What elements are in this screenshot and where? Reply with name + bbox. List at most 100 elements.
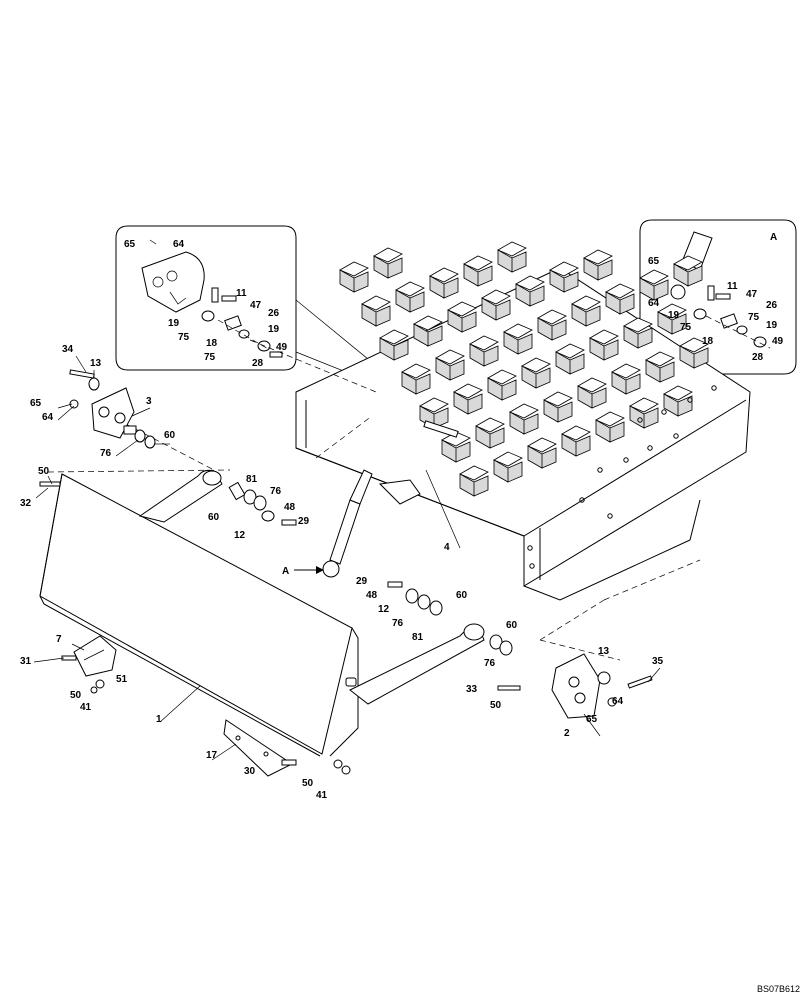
callout-leader [647, 667, 661, 683]
callout-75: 75 [204, 352, 216, 363]
drum-pad [549, 261, 579, 277]
drum-pad-side [561, 433, 591, 457]
drum-pad-side [639, 277, 669, 301]
drum-pad [571, 295, 601, 311]
drum-pad [395, 281, 425, 297]
drum-pad [373, 247, 403, 263]
callout-26: 26 [766, 300, 778, 311]
drum-pad-side [527, 445, 557, 469]
drum-pad-side [611, 371, 641, 395]
drum-pad [595, 411, 625, 427]
callout-leader [57, 405, 75, 421]
drum-pad [453, 383, 483, 399]
drum-pad-side [463, 263, 493, 287]
callout-81: 81 [412, 632, 424, 643]
drum-pad-side [469, 343, 499, 367]
drum-pad-side [379, 337, 409, 361]
callout-28: 28 [752, 352, 764, 363]
drum-pad-side [657, 311, 687, 335]
callout-75: 75 [680, 322, 692, 333]
drum-pad [475, 417, 505, 433]
callout-leader [75, 355, 87, 373]
drum-pad-side [361, 303, 391, 327]
drum-pad-side [453, 391, 483, 415]
drum-pad [497, 241, 527, 257]
drum-pad [361, 295, 391, 311]
drum-pad-side [521, 365, 551, 389]
drum-pad-side [595, 419, 625, 443]
callout-50: 50 [38, 466, 50, 477]
callout-50: 50 [302, 778, 314, 789]
callout-51: 51 [116, 674, 128, 685]
callout-60: 60 [456, 590, 468, 601]
drum-pad-side [555, 351, 585, 375]
frame-hole [687, 397, 693, 403]
callout-19: 19 [668, 310, 680, 321]
drum-pad-side [605, 291, 635, 315]
drum-pad-side [373, 255, 403, 279]
drum-pad-side [571, 303, 601, 327]
drum-pad-side [577, 385, 607, 409]
callout-leader [149, 239, 157, 245]
drum-pad [487, 369, 517, 385]
frame-hole [637, 417, 643, 423]
drum-pad-side [493, 459, 523, 483]
drum-pad-side [441, 439, 471, 463]
section-label: A [282, 566, 289, 577]
drum-pad [429, 267, 459, 283]
callout-50: 50 [490, 700, 502, 711]
callout-29: 29 [356, 576, 368, 587]
drum-pad [555, 343, 585, 359]
drum-pad-side [679, 345, 709, 369]
callout-leader [583, 713, 601, 737]
drum-pad [503, 323, 533, 339]
callout-64: 64 [612, 696, 624, 707]
dozer-blade [39, 473, 359, 757]
callout-47: 47 [250, 300, 262, 311]
callout-28: 28 [252, 358, 264, 369]
callout-19: 19 [766, 320, 778, 331]
callout-49: 49 [276, 342, 288, 353]
frame-hole [597, 467, 603, 473]
drum-pad-side [673, 263, 703, 287]
drum-pad-side [487, 377, 517, 401]
callout-leader [425, 469, 461, 549]
callout-81: 81 [246, 474, 258, 485]
mount-plate-right [551, 653, 611, 719]
callout-leader [211, 743, 237, 761]
callout-48: 48 [284, 502, 296, 513]
callout-leader [57, 403, 73, 409]
drum-pad [645, 351, 675, 367]
callout-60: 60 [208, 512, 220, 523]
callout-29: 29 [298, 516, 310, 527]
frame-hole [711, 385, 717, 391]
callout-19: 19 [268, 324, 280, 335]
drum-pad-side [413, 323, 443, 347]
drum-pad [509, 403, 539, 419]
drum-pad [481, 289, 511, 305]
drum-pad-side [339, 269, 369, 293]
drum-pad [605, 283, 635, 299]
drum-pad-side [549, 269, 579, 293]
callout-leader [35, 487, 49, 499]
callout-4: 4 [444, 542, 450, 553]
drum-pad-side [447, 309, 477, 333]
drum-pad [657, 303, 687, 319]
drum-pad [401, 363, 431, 379]
callout-13: 13 [90, 358, 102, 369]
callout-41: 41 [316, 790, 328, 801]
drum-pad [583, 249, 613, 265]
drum-pad [379, 329, 409, 345]
callout-leader [33, 657, 65, 663]
callout-31: 31 [20, 656, 32, 667]
drum-pad [515, 275, 545, 291]
callout-32: 32 [20, 498, 32, 509]
drum-pad [629, 397, 659, 413]
callout-76: 76 [392, 618, 404, 629]
push-arm-left [138, 470, 223, 523]
callout-65: 65 [30, 398, 42, 409]
callout-64: 64 [42, 412, 54, 423]
callout-41: 41 [80, 702, 92, 713]
callout-11: 11 [236, 288, 247, 299]
